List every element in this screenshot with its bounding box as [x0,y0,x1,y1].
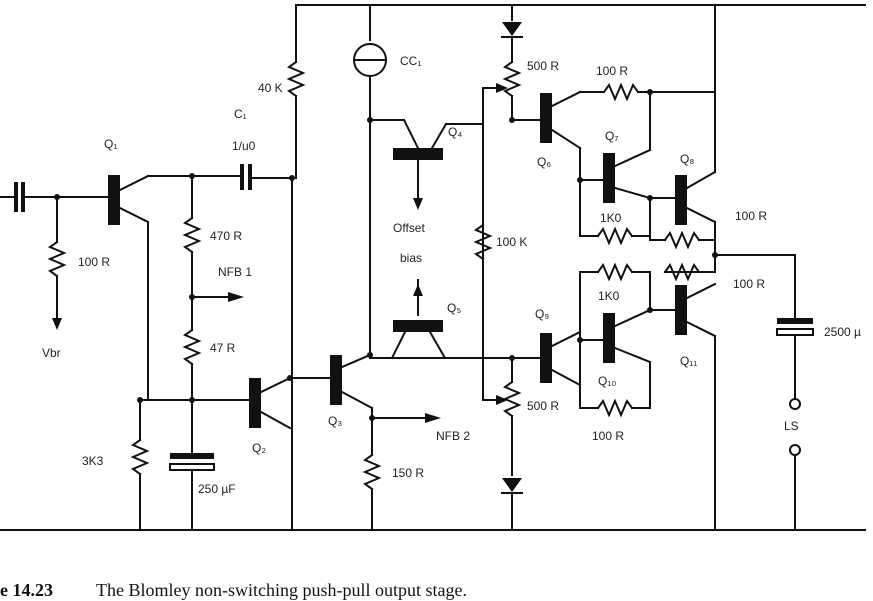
label-q9: Q₉ [535,307,549,321]
label-q2: Q₂ [252,441,266,455]
label-q3: Q₃ [328,414,342,428]
coupling-section [130,4,331,531]
label-100r-q8: 100 R [735,209,767,223]
label-250uf: 250 µF [198,482,236,496]
label-q6: Q₆ [537,155,551,169]
label-100r-top: 100 R [596,64,628,78]
label-q1: Q₁ [104,137,117,151]
label-1k0-bot: 1K0 [598,289,620,303]
label-bias: bias [400,251,422,265]
label-100r-input: 100 R [78,255,110,269]
label-500r-bot: 500 R [527,399,559,413]
label-100r-q11: 100 R [733,277,765,291]
label-3k3: 3K3 [82,454,104,468]
label-q10: Q₁₀ [598,374,616,388]
label-q7: Q₇ [605,129,618,143]
label-47r: 47 R [210,341,236,355]
label-q4: Q₄ [448,125,462,139]
label-q8: Q₈ [680,152,694,166]
caption-text: The Blomley non-switching push-pull outp… [96,580,467,600]
label-offset: Offset [393,221,425,235]
label-vbias: Vbr [42,346,61,360]
caption-number: e 14.23 [0,580,53,600]
label-cc1: CC₁ [400,54,421,68]
label-q5: Q₅ [447,301,461,315]
label-2500: 2500 µ [824,325,861,339]
label-100k: 100 K [496,235,527,249]
label-470r: 470 R [210,229,242,243]
label-nfb1: NFB 1 [218,265,252,279]
bias-section [353,4,493,360]
supply-rails [0,4,866,531]
q3-section [330,79,441,531]
label-500r-top: 500 R [527,59,559,73]
label-c1: C₁ [234,107,247,121]
label-100r-bot: 100 R [592,429,624,443]
input-section [0,174,193,401]
label-150r: 150 R [392,466,424,480]
figure-caption: e 14.23 The Blomley non-switching push-p… [0,580,467,600]
output-stage [482,4,865,531]
component-labels: 40 K C₁ 1/u0 Q₁ 100 R Vbr 470 R NFB 1 47… [42,54,861,496]
label-ls: LS [784,419,799,433]
label-nfb2: NFB 2 [436,429,470,443]
label-40k: 40 K [258,81,283,95]
label-1k0-top: 1K0 [600,211,622,225]
label-c1-value: 1/u0 [232,139,256,153]
label-q11: Q₁₁ [680,354,697,368]
